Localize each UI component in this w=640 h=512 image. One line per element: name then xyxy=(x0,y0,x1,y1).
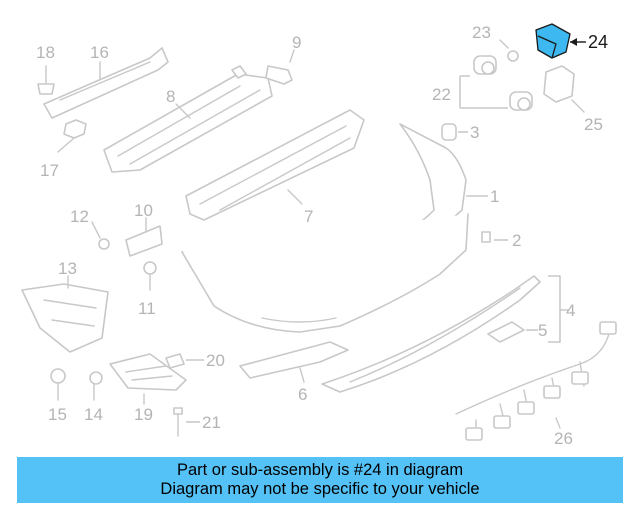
part-11-bolt: 11 xyxy=(138,261,157,318)
part-23-nut: 23 xyxy=(472,23,519,62)
part-6-molding: 6 xyxy=(239,341,349,404)
part-14-bolt: 14 xyxy=(84,371,103,424)
callout-8: 8 xyxy=(166,87,175,106)
callout-19: 19 xyxy=(134,405,153,424)
part-26-harness: 26 xyxy=(455,321,617,448)
callout-5: 5 xyxy=(538,321,547,340)
callout-11: 11 xyxy=(138,299,156,318)
callout-25: 25 xyxy=(584,115,603,134)
callout-15: 15 xyxy=(48,405,67,424)
part-16-bracket: 16 xyxy=(43,43,169,119)
callout-3: 3 xyxy=(470,123,479,142)
banner-line-2: Diagram may not be specific to your vehi… xyxy=(160,480,480,498)
callout-26: 26 xyxy=(554,429,573,448)
banner-line-1: Part or sub-assembly is #24 in diagram xyxy=(176,461,464,479)
callout-4: 4 xyxy=(566,301,575,320)
callout-1: 1 xyxy=(490,187,499,206)
part-22-sensors: 22 xyxy=(432,55,533,111)
part-13-side-bracket: 13 xyxy=(21,259,109,353)
callout-24: 24 xyxy=(588,32,608,52)
part-4-valance: 4 xyxy=(321,275,575,393)
part-18-clip: 18 xyxy=(36,43,55,95)
callout-20: 20 xyxy=(206,351,225,370)
callout-17: 17 xyxy=(40,161,59,180)
part-9-bolt: 9 xyxy=(265,33,301,85)
callout-10: 10 xyxy=(134,201,153,220)
part-24-sensor-bracket: 24 xyxy=(535,23,608,59)
part-2-pin: 2 xyxy=(481,231,521,250)
callout-9: 9 xyxy=(292,33,301,52)
callout-21: 21 xyxy=(202,413,221,432)
part-12-bolt: 12 xyxy=(70,207,110,250)
callout-12: 12 xyxy=(70,207,89,226)
part-21-screw: 21 xyxy=(173,407,221,437)
part-17-bolt: 17 xyxy=(40,119,87,180)
part-3-grommet: 3 xyxy=(441,123,479,142)
part-8-reinforcement: 8 xyxy=(103,65,273,173)
callout-22: 22 xyxy=(432,85,451,104)
callout-6: 6 xyxy=(298,385,307,404)
part-1-bumper-cover: 1 xyxy=(181,123,499,333)
callout-13: 13 xyxy=(58,259,77,278)
callout-18: 18 xyxy=(36,43,55,62)
callout-7: 7 xyxy=(304,207,313,226)
part-10-bracket: 10 xyxy=(125,201,163,257)
part-25-bracket: 25 xyxy=(543,65,603,134)
callout-14: 14 xyxy=(84,405,103,424)
info-banner: Part or sub-assembly is #24 in diagram D… xyxy=(17,457,623,503)
callout-23: 23 xyxy=(472,23,491,42)
parts-diagram: 18 16 17 8 9 7 1 xyxy=(21,23,617,448)
part-15-clip: 15 xyxy=(48,368,67,424)
part-19-trim: 19 xyxy=(109,353,187,424)
part-20-clip: 20 xyxy=(165,351,225,370)
part-7-absorber: 7 xyxy=(185,109,365,226)
callout-2: 2 xyxy=(512,231,521,250)
part-5-trim: 5 xyxy=(487,321,547,343)
callout-16: 16 xyxy=(90,43,109,62)
